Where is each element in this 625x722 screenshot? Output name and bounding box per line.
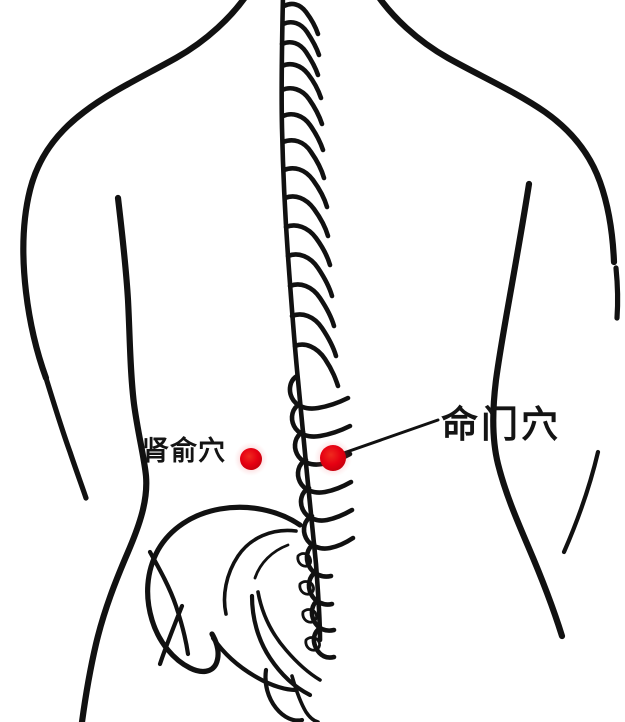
vertebral-column bbox=[279, 0, 356, 660]
spinal-shaft bbox=[279, 0, 323, 643]
sacral-foramina bbox=[296, 552, 321, 652]
right-torso-waist-outline bbox=[490, 180, 566, 640]
right-lower-arm-line bbox=[561, 449, 601, 555]
coccyx-inner-line bbox=[290, 674, 320, 722]
left-shoulder-outline bbox=[20, 0, 247, 382]
shenshu-dot[interactable] bbox=[240, 448, 262, 470]
coccyx-outline bbox=[263, 667, 305, 722]
mingmen-dot[interactable] bbox=[320, 445, 346, 471]
acetabulum-curve bbox=[210, 635, 299, 693]
left-torso-waist-outline bbox=[78, 194, 150, 722]
thoracic-spinous-processes bbox=[279, 1, 341, 389]
pelvis-group bbox=[145, 504, 322, 722]
acupoint-mingmen[interactable] bbox=[314, 439, 352, 477]
acupoint-label-mingmen: 命门穴 bbox=[441, 403, 561, 446]
left-ilium-outline bbox=[145, 504, 303, 675]
sacrum-ala-curve bbox=[256, 590, 322, 682]
right-arm-outline bbox=[613, 265, 621, 321]
acupoint-shenshu[interactable] bbox=[234, 442, 268, 476]
mingmen-leader-line bbox=[336, 418, 440, 457]
iliac-fossa-arc bbox=[222, 528, 298, 616]
iliac-ridge-detail bbox=[253, 543, 290, 580]
left-hip-notch-line bbox=[147, 549, 191, 657]
right-shoulder-outline bbox=[377, 0, 618, 266]
left-gluteal-line bbox=[157, 603, 185, 667]
left-arm-outline bbox=[43, 375, 89, 501]
body-outline-group bbox=[20, 0, 621, 722]
acupoint-label-shenshu: 肾俞穴 bbox=[142, 436, 226, 467]
